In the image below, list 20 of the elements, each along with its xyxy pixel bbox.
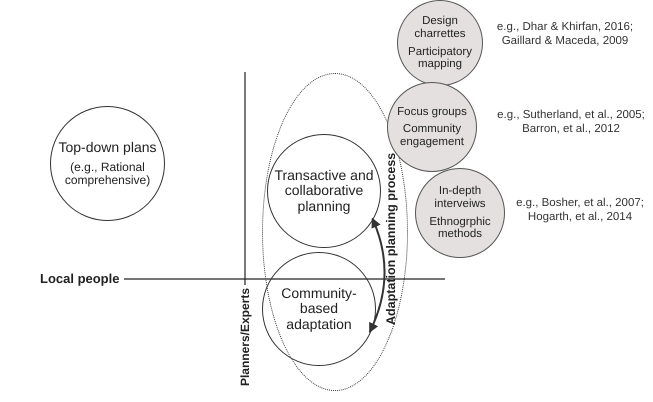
node-title: Design charrettes bbox=[413, 15, 467, 40]
citation-text: e.g., Dhar & Khirfan, 2016; Gaillard & Maceda, 2009 bbox=[496, 20, 634, 49]
concept-circle bbox=[267, 134, 381, 248]
citation-text: e.g., Bosher, et al., 2007; Hogarth, et al., 2014 bbox=[515, 196, 645, 225]
node-subtitle: Community engagement bbox=[399, 123, 465, 148]
concept-circle bbox=[50, 106, 165, 221]
node-subtitle: (e.g., Rational comprehensive) bbox=[64, 160, 152, 187]
node-subtitle: Ethnogrphic methods bbox=[428, 216, 492, 241]
node-title: Community-based adaptation bbox=[280, 286, 358, 332]
process-label: Adaptation planning process bbox=[385, 152, 399, 328]
node-title: In-depth interveiws bbox=[433, 185, 487, 210]
axis-label: Local people bbox=[40, 271, 120, 286]
node-title: Focus groups bbox=[397, 106, 467, 118]
concept-circle bbox=[262, 252, 376, 366]
curved-arrow bbox=[368, 218, 386, 333]
node-title: Top-down plans bbox=[58, 140, 157, 156]
axis-label: Planners/Experts bbox=[238, 288, 252, 386]
node-subtitle: Participatory mapping bbox=[407, 46, 473, 71]
node-title: Transactive and collaborative planning bbox=[273, 168, 375, 214]
citation-text: e.g., Sutherland, et al., 2005; Barron, et al., 2012 bbox=[496, 108, 646, 137]
